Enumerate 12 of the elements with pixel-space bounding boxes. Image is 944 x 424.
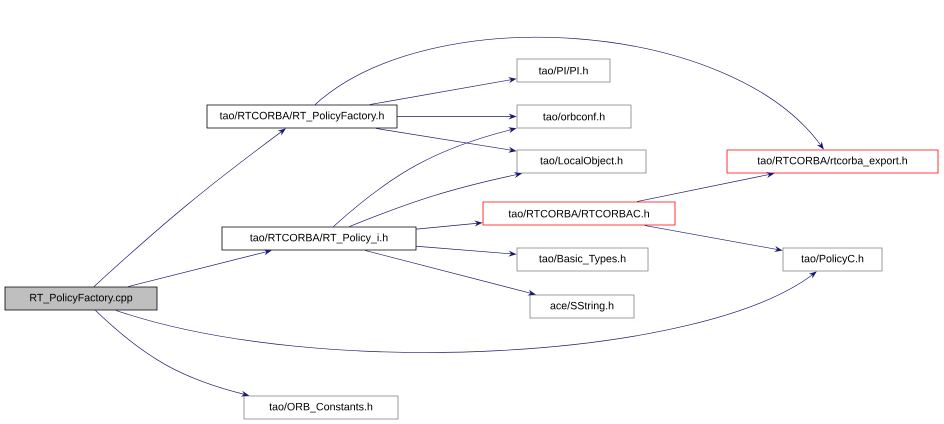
file-box: ace/SString.h <box>530 294 634 318</box>
file-box: tao/RTCORBA/RT_Policy_i.h <box>222 226 416 250</box>
file-box: tao/Basic_Types.h <box>516 248 648 272</box>
file-box: tao/PolicyC.h <box>782 248 882 272</box>
file-box: RT_PolicyFactory.cpp <box>4 286 158 310</box>
file-box: tao/LocalObject.h <box>516 150 646 174</box>
file-box: tao/orbconf.h <box>516 104 632 128</box>
file-box: tao/PI/PI.h <box>516 58 610 82</box>
file-box: tao/RTCORBA/RTCORBAC.h <box>482 202 676 226</box>
file-box: tao/ORB_Constants.h <box>244 396 398 420</box>
file-box: tao/RTCORBA/RT_PolicyFactory.h <box>206 104 398 128</box>
file-box: tao/RTCORBA/rtcorba_export.h <box>726 150 938 174</box>
